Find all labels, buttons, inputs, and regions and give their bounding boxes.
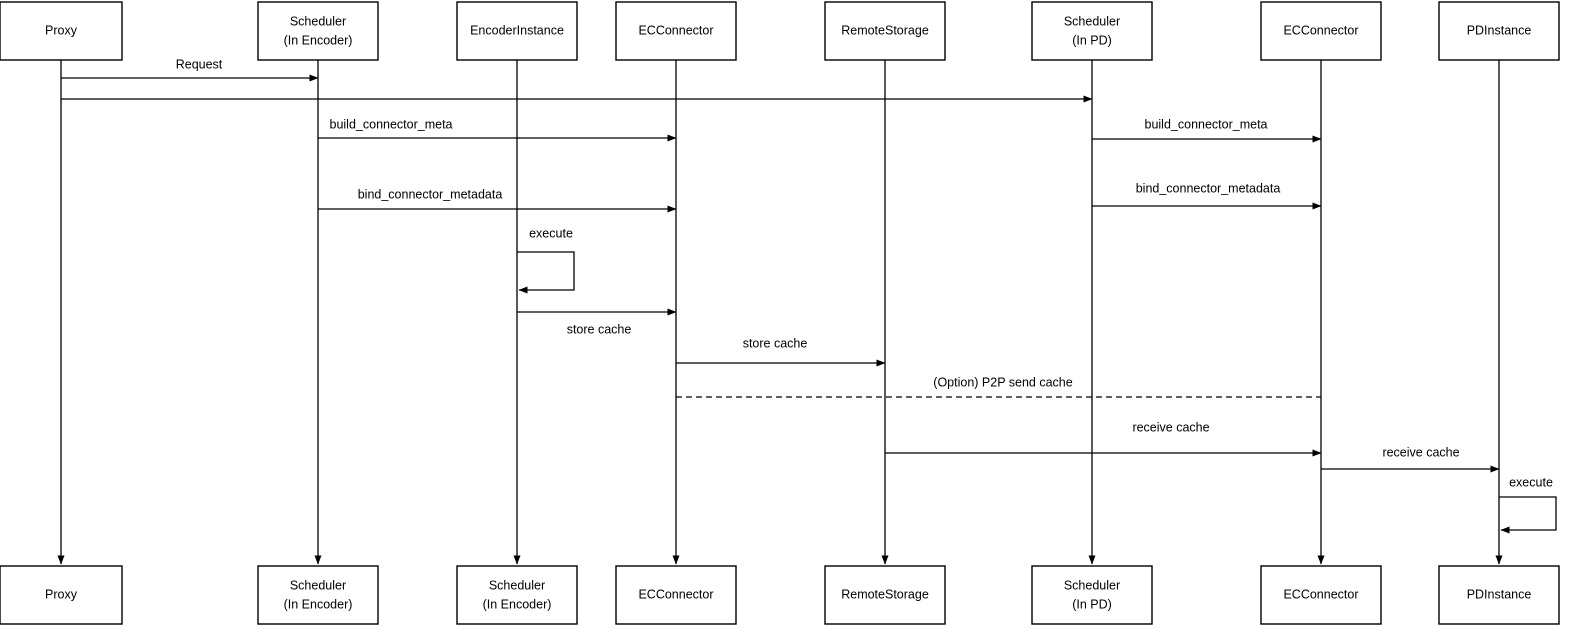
message-label-m4: build_connector_meta bbox=[1145, 117, 1268, 131]
participant-bottom-ecconnector-1[interactable]: ECConnector bbox=[615, 565, 737, 625]
message-m4[interactable]: build_connector_meta bbox=[1092, 117, 1322, 143]
participant-top-rect-ecconnector-2 bbox=[1260, 1, 1382, 61]
participant-bottom-rect-proxy bbox=[0, 565, 123, 625]
message-label-m9: (Option) P2P send cache bbox=[933, 375, 1072, 389]
participant-top-remotestorage[interactable]: RemoteStorage bbox=[824, 1, 946, 61]
message-label-m3: build_connector_meta bbox=[330, 117, 453, 131]
message-m11[interactable]: receive cache bbox=[1321, 445, 1500, 473]
participant-bottom-label-sched-pd-line2: (In PD) bbox=[1072, 597, 1112, 611]
participant-bottom-label-encoder-inst-line2: (In Encoder) bbox=[483, 597, 552, 611]
message-m9[interactable]: (Option) P2P send cache bbox=[676, 375, 1321, 398]
participant-bottom-sched-pd[interactable]: Scheduler (In PD) bbox=[1031, 565, 1153, 625]
participant-bottom-rect-pdinstance bbox=[1438, 565, 1560, 625]
participant-top-rect-ecconnector-1 bbox=[615, 1, 737, 61]
self-message-path-s2 bbox=[1499, 496, 1557, 534]
participant-bottom-label-sched-encoder-line1: Scheduler bbox=[290, 578, 346, 592]
participant-top-sched-encoder[interactable]: Scheduler (In Encoder) bbox=[257, 1, 379, 61]
participant-bottom-label-proxy: Proxy bbox=[45, 587, 78, 601]
participant-top-label-ecconnector-1: ECConnector bbox=[638, 23, 713, 37]
participant-bottom-remotestorage[interactable]: RemoteStorage bbox=[824, 565, 946, 625]
message-label-m6: bind_connector_metadata bbox=[1136, 181, 1281, 195]
message-m5[interactable]: bind_connector_metadata bbox=[318, 187, 677, 213]
message-label-m8: store cache bbox=[743, 336, 808, 350]
self-message-s1[interactable]: execute bbox=[517, 226, 575, 294]
participant-top-label-sched-pd-line2: (In PD) bbox=[1072, 33, 1112, 47]
participant-bottom-rect-sched-pd bbox=[1031, 565, 1153, 625]
message-label-m1: Request bbox=[176, 57, 223, 71]
participant-top-label-remotestorage: RemoteStorage bbox=[841, 23, 929, 37]
participant-top-rect-remotestorage bbox=[824, 1, 946, 61]
participant-top-label-encoder-inst: EncoderInstance bbox=[470, 23, 564, 37]
participant-top-label-sched-pd-line1: Scheduler bbox=[1064, 14, 1120, 28]
participant-bottom-ecconnector-2[interactable]: ECConnector bbox=[1260, 565, 1382, 625]
participant-bottom-label-encoder-inst-line1: Scheduler bbox=[489, 578, 545, 592]
participant-bottom-label-ecconnector-1: ECConnector bbox=[638, 587, 713, 601]
participant-top-label-proxy: Proxy bbox=[45, 23, 78, 37]
self-message-label-s2: execute bbox=[1509, 475, 1553, 489]
participant-top-rect-sched-pd bbox=[1031, 1, 1153, 61]
participant-bottom-sched-encoder[interactable]: Scheduler (In Encoder) bbox=[257, 565, 379, 625]
participant-bottom-label-pdinstance: PDInstance bbox=[1467, 587, 1532, 601]
self-message-s2[interactable]: execute bbox=[1499, 475, 1557, 534]
message-m10[interactable]: receive cache bbox=[885, 420, 1322, 457]
participant-bottom-rect-ecconnector-2 bbox=[1260, 565, 1382, 625]
participant-bottom-rect-ecconnector-1 bbox=[615, 565, 737, 625]
self-messages-layer: execute execute bbox=[517, 226, 1557, 534]
message-label-m11: receive cache bbox=[1382, 445, 1459, 459]
participant-bottom-proxy[interactable]: Proxy bbox=[0, 565, 123, 625]
participant-top-rect-sched-encoder bbox=[257, 1, 379, 61]
self-message-label-s1: execute bbox=[529, 226, 573, 240]
participant-top-encoder-inst[interactable]: EncoderInstance bbox=[456, 1, 578, 61]
lifelines-layer bbox=[57, 60, 1503, 565]
message-m8[interactable]: store cache bbox=[676, 336, 886, 367]
participant-bottom-label-sched-pd-line1: Scheduler bbox=[1064, 578, 1120, 592]
message-m3[interactable]: build_connector_meta bbox=[318, 117, 677, 142]
participant-top-rect-encoder-inst bbox=[456, 1, 578, 61]
participant-bottom-label-ecconnector-2: ECConnector bbox=[1283, 587, 1358, 601]
self-message-path-s1 bbox=[517, 251, 575, 294]
participant-top-pdinstance[interactable]: PDInstance bbox=[1438, 1, 1560, 61]
message-label-m7: store cache bbox=[567, 322, 632, 336]
participant-bottom-rect-sched-encoder bbox=[257, 565, 379, 625]
participant-bottom-rect-remotestorage bbox=[824, 565, 946, 625]
message-label-m5: bind_connector_metadata bbox=[358, 187, 503, 201]
message-m1[interactable]: Request bbox=[61, 57, 319, 82]
message-m7[interactable]: store cache bbox=[517, 308, 677, 336]
message-m6[interactable]: bind_connector_metadata bbox=[1092, 181, 1322, 210]
participant-top-label-sched-encoder-line2: (In Encoder) bbox=[284, 33, 353, 47]
participant-bottom-label-remotestorage: RemoteStorage bbox=[841, 587, 929, 601]
top-participant-boxes: Proxy Scheduler (In Encoder) EncoderInstanc… bbox=[0, 1, 1560, 61]
participant-bottom-encoder-inst[interactable]: Scheduler (In Encoder) bbox=[456, 565, 578, 625]
participant-top-proxy[interactable]: Proxy bbox=[0, 1, 123, 61]
bottom-participant-boxes: Proxy Scheduler (In Encoder) Scheduler (In E… bbox=[0, 565, 1560, 625]
participant-top-sched-pd[interactable]: Scheduler (In PD) bbox=[1031, 1, 1153, 61]
participant-top-label-sched-encoder-line1: Scheduler bbox=[290, 14, 346, 28]
participant-top-rect-pdinstance bbox=[1438, 1, 1560, 61]
participant-bottom-rect-encoder-inst bbox=[456, 565, 578, 625]
participant-bottom-label-sched-encoder-line2: (In Encoder) bbox=[284, 597, 353, 611]
participant-top-label-ecconnector-2: ECConnector bbox=[1283, 23, 1358, 37]
participant-bottom-pdinstance[interactable]: PDInstance bbox=[1438, 565, 1560, 625]
participant-top-rect-proxy bbox=[0, 1, 123, 61]
messages-layer: Request build_connector_meta build_connect… bbox=[61, 57, 1500, 473]
participant-top-label-pdinstance: PDInstance bbox=[1467, 23, 1532, 37]
participant-top-ecconnector-1[interactable]: ECConnector bbox=[615, 1, 737, 61]
message-label-m10: receive cache bbox=[1132, 420, 1209, 434]
participant-top-ecconnector-2[interactable]: ECConnector bbox=[1260, 1, 1382, 61]
